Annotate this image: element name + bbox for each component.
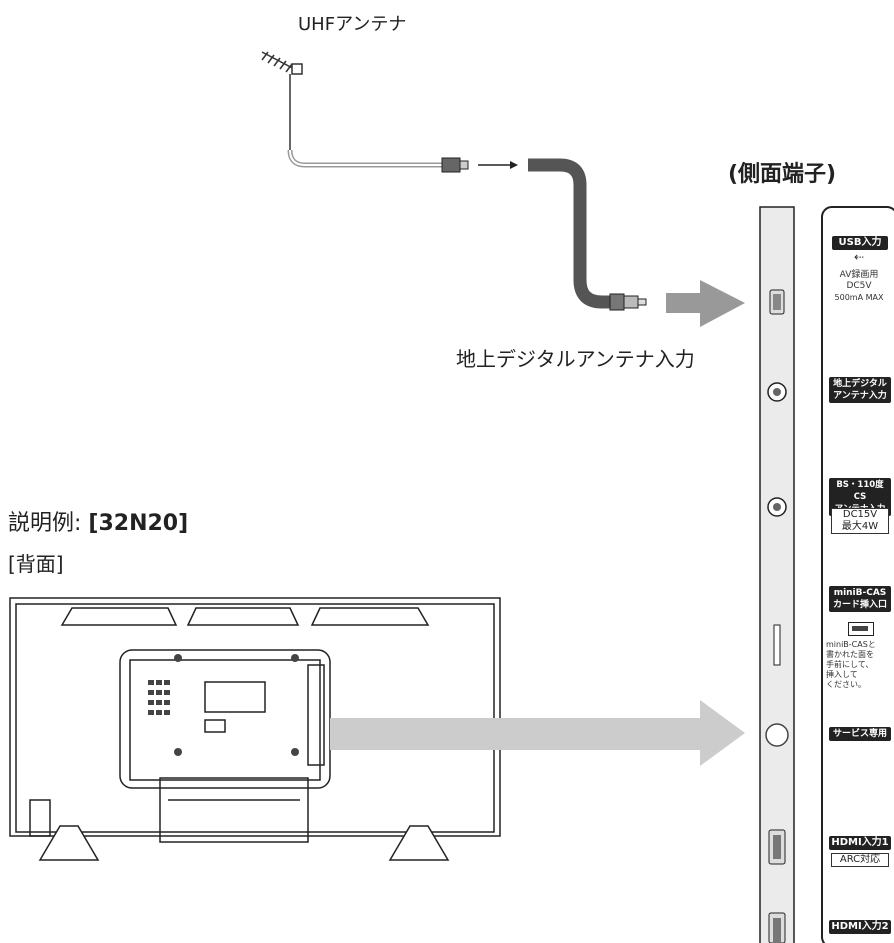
cas-title-line2: カード挿入口 (832, 600, 887, 610)
cas-note-line: 手前にして、 (826, 660, 874, 669)
hdmi1-title: HDMI入力1 (829, 836, 891, 850)
service-port-icon (765, 723, 789, 747)
example-prefix: 説明例: (8, 511, 82, 536)
cas-card-icon (848, 622, 874, 636)
cas-title-line1: miniB-CAS (833, 588, 887, 598)
cas-note-line: 書かれた面を (826, 650, 874, 659)
example-label: 説明例: [32N20] (8, 505, 188, 537)
cas-note-line: 挿入して (826, 670, 858, 679)
terrestrial-port-icon (767, 382, 787, 402)
usb-symbol-icon: ⇠ (853, 250, 865, 264)
coax-cable (528, 158, 612, 309)
hdmi2-title: HDMI入力2 (829, 920, 891, 934)
model-name: [32N20] (88, 511, 189, 536)
small-arrow-icon (478, 161, 518, 169)
antenna-cable (287, 149, 442, 168)
side-terminal-title: (側面端子) (728, 162, 837, 187)
terrestrial-title-line2: アンテナ入力 (833, 391, 887, 401)
hdmi1-port-icon (768, 829, 786, 865)
terrestrial-input-label: 地上デジタルアンテナ入力 (456, 347, 695, 371)
coax-connector-icon (609, 293, 647, 311)
bs-power-box: DC15V 最大4W (831, 508, 889, 534)
usb-line3: 500mA MAX (834, 293, 884, 302)
cas-note-line: miniB-CASと (826, 640, 876, 649)
gray-arrow-sidepanel (330, 700, 745, 766)
hdmi2-port-icon (768, 912, 786, 943)
bs-port-icon (767, 497, 787, 517)
uhf-antenna-icon (261, 51, 303, 150)
usb-title: USB入力 (832, 236, 888, 250)
f-connector-icon (441, 157, 469, 173)
usb-line2: DC5V (846, 281, 872, 291)
bs-box-line1: DC15V (842, 509, 878, 520)
terrestrial-title: 地上デジタル アンテナ入力 (829, 377, 891, 403)
service-title: サービス専用 (829, 727, 891, 741)
cas-note-line: ください。 (826, 680, 866, 689)
uhf-antenna-label: UHFアンテナ (298, 14, 407, 35)
tv-rear-illustration (9, 597, 501, 861)
gray-arrow-antenna (666, 280, 745, 327)
cas-note: miniB-CASと 書かれた面を 手前にして、 挿入して ください。 (826, 640, 892, 690)
cas-slot-icon (773, 624, 781, 666)
rear-view-label: [背面] (8, 552, 64, 576)
usb-line1: AV録画用 (839, 270, 879, 280)
bs-box-line2: 最大4W (841, 521, 879, 532)
usb-port-icon (769, 289, 785, 315)
cas-title: miniB-CAS カード挿入口 (829, 586, 891, 612)
hdmi1-arc-box: ARC対応 (831, 853, 889, 867)
bs-title-line1: BS・110度CS (836, 480, 884, 502)
terrestrial-title-line1: 地上デジタル (833, 379, 887, 389)
